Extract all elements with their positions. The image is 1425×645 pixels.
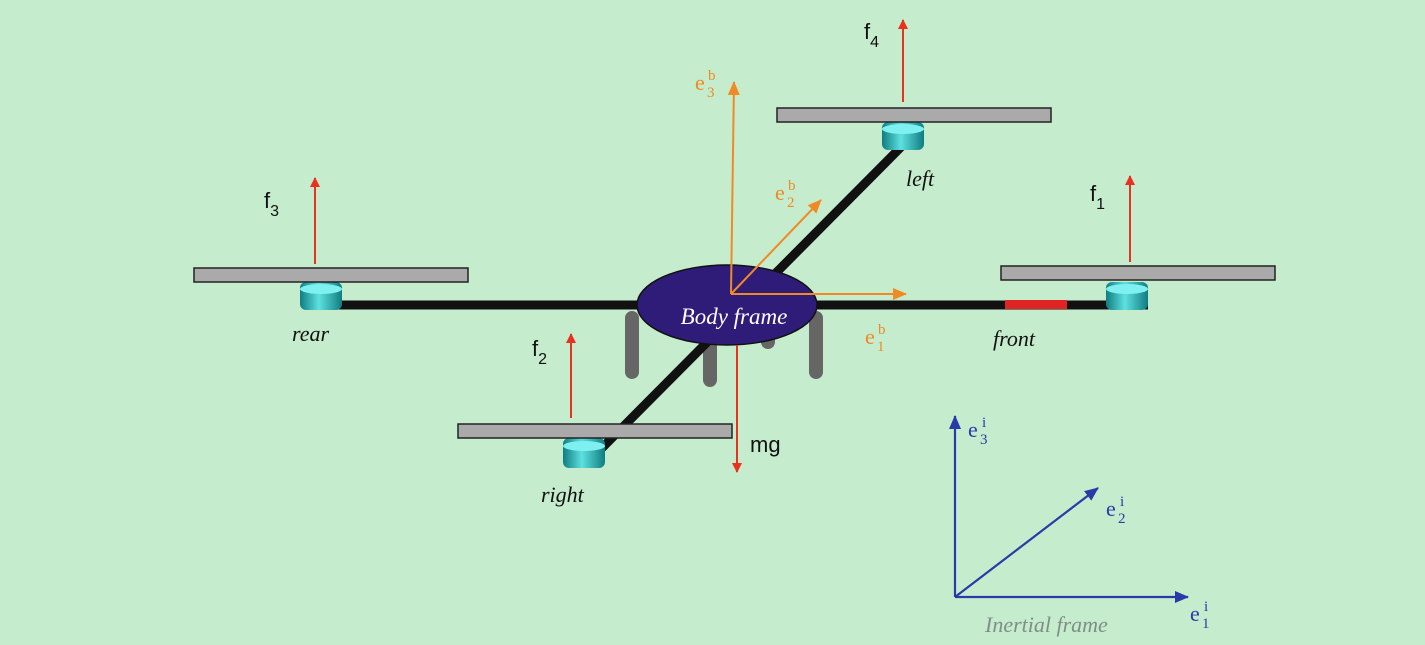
front-marker — [1005, 300, 1067, 309]
body-ellipse — [636, 264, 818, 346]
rotor-bar-front — [1000, 265, 1276, 281]
motors — [300, 122, 1148, 468]
rotor-position-labels: left rear front right — [292, 166, 1036, 507]
rotor-label-left: left — [906, 166, 935, 191]
force-labels: f4 f3 f1 f2 mg — [264, 19, 1105, 457]
force-label-f2: f2 — [532, 336, 547, 368]
body-label: Body frame — [681, 304, 788, 329]
thrust-forces — [310, 19, 1135, 473]
force-label-f3: f3 — [264, 188, 279, 220]
rotor-label-right: right — [541, 482, 585, 507]
inertial-axis-e2 — [954, 487, 1099, 598]
motor-right — [563, 438, 605, 468]
rotor-bar-right — [457, 423, 733, 439]
inertial-frame-label: Inertial frame — [984, 612, 1108, 637]
force-label-f4: f4 — [864, 19, 879, 51]
motor-rear — [300, 282, 342, 310]
rotor-bar-rear — [193, 267, 469, 283]
body: Body frame — [636, 264, 818, 346]
force-label-f1: f1 — [1090, 181, 1105, 213]
body-axis-e3 — [727, 81, 740, 295]
gravity-label: mg — [750, 432, 781, 457]
rotor-bars — [193, 107, 1276, 439]
rotor-bar-left — [776, 107, 1052, 123]
rotor-label-front: front — [993, 326, 1036, 351]
motor-front — [1106, 282, 1148, 310]
body-axis-e2 — [730, 199, 822, 295]
rotor-label-rear: rear — [292, 321, 330, 346]
motor-left — [882, 122, 924, 150]
